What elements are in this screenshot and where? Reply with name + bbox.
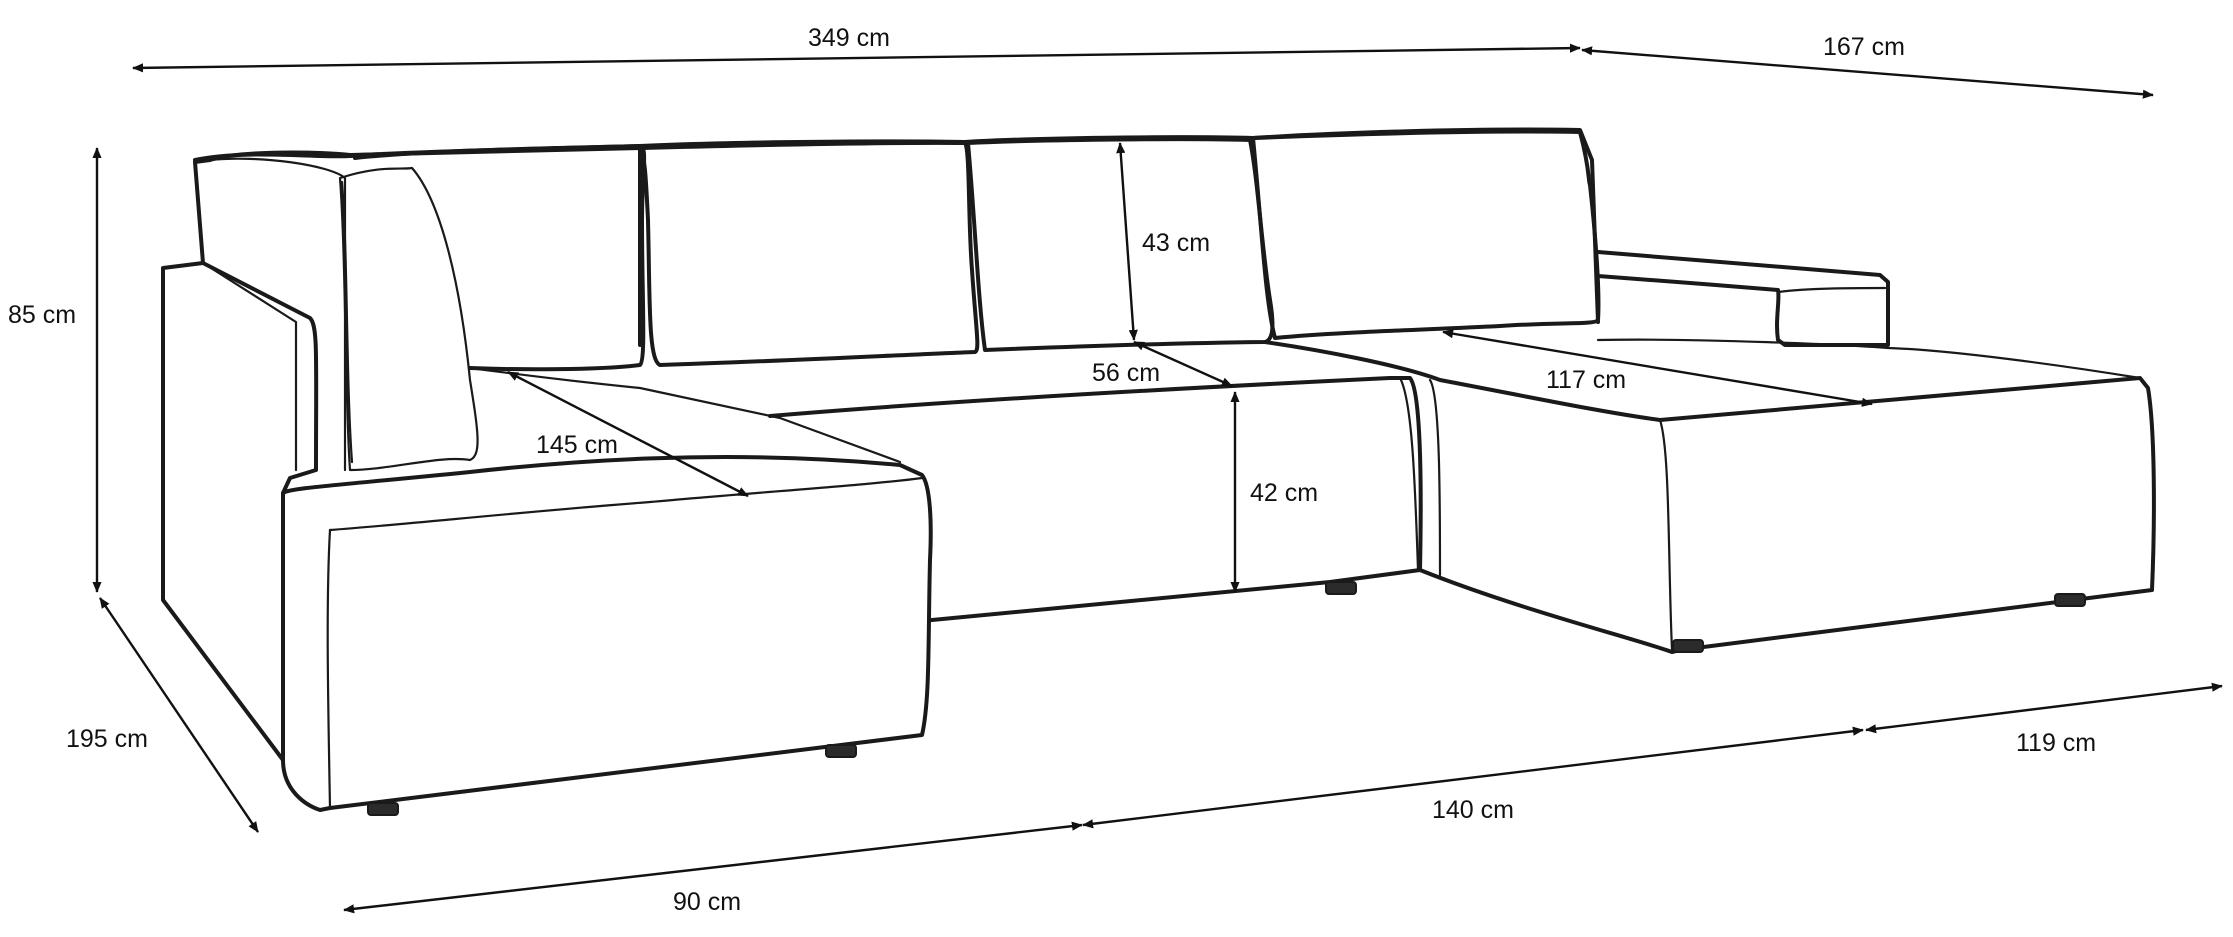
dim-line-right-section [1865, 682, 2223, 734]
leg-2 [825, 744, 857, 758]
label-seat-depth-left: 145 cm [536, 431, 618, 459]
label-middle-section: 140 cm [1432, 796, 1514, 824]
dim-line-seat-depth-center [1133, 340, 1233, 388]
dim-line-seat-depth-left [507, 370, 749, 498]
chaise-bolster [1596, 250, 1890, 347]
leg-1 [367, 802, 399, 816]
dim-line-middle-section [1082, 726, 1864, 829]
back-cushion-3 [966, 137, 1275, 352]
dimension-lines [92, 43, 2223, 914]
leg-4 [1672, 639, 1704, 653]
left-seat-top [281, 455, 933, 812]
left-back-cushion [208, 157, 347, 472]
dim-line-chaise-depth [1581, 46, 2154, 99]
label-chaise-length: 117 cm [1546, 366, 1626, 394]
back-top-edge [193, 127, 1600, 324]
right-chaise-seat-front [1428, 378, 1674, 652]
dim-line-left-section [343, 821, 1083, 914]
back-cushion-1 [353, 144, 647, 372]
leg-3 [1325, 581, 1357, 595]
label-seat-depth-center: 56 cm [1092, 359, 1160, 387]
dim-line-total-width [132, 43, 1581, 73]
middle-seat [768, 376, 1423, 622]
back-cushion-2 [638, 140, 980, 367]
dim-line-backrest-height [1116, 142, 1138, 341]
left-seat-front-edge [328, 476, 924, 532]
label-side-depth: 195 cm [66, 725, 148, 753]
left-corner-cushion [338, 166, 479, 472]
label-seat-height: 42 cm [1250, 479, 1318, 507]
label-left-section: 90 cm [673, 888, 741, 916]
label-backrest-height: 43 cm [1142, 229, 1210, 257]
label-right-section: 119 cm [2016, 729, 2096, 757]
dimension-labels: 349 cm 167 cm 85 cm 195 cm 145 cm 43 cm … [8, 24, 2096, 916]
dim-line-chaise-length [1442, 329, 1873, 407]
left-corner-cushion-seam [340, 180, 354, 464]
label-chaise-depth: 167 cm [1823, 33, 1905, 61]
left-armrest [161, 261, 319, 762]
label-total-height: 85 cm [8, 301, 76, 329]
chaise-bolster-front [1776, 286, 1887, 294]
left-back-frame [193, 146, 642, 347]
middle-seat-edge [1398, 376, 1420, 572]
left-armrest-inner [201, 261, 298, 472]
back-cushion-4 [1251, 129, 1601, 340]
dim-line-side-depth [99, 597, 259, 833]
right-chaise-seat [1263, 340, 2156, 654]
leg-5 [2054, 593, 2086, 607]
label-total-width: 349 cm [808, 24, 890, 52]
left-seat-corner [326, 528, 332, 810]
left-seat-back-line [468, 366, 902, 464]
